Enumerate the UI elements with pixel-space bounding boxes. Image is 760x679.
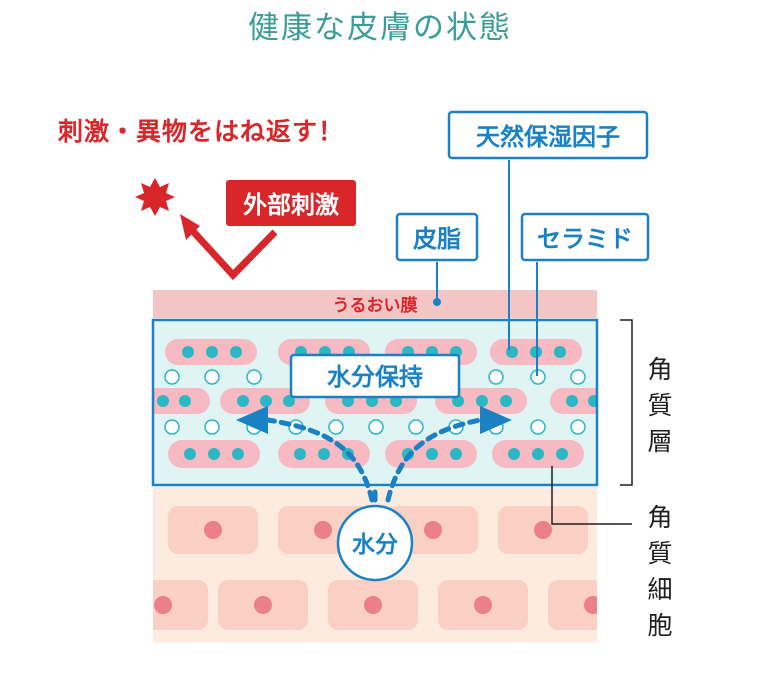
nmf-label: 天然保湿因子 <box>476 123 620 151</box>
cell-nucleus <box>154 596 172 614</box>
lower-cell <box>153 580 208 630</box>
water-retention-label-box <box>289 353 461 399</box>
lower-cell <box>548 580 597 630</box>
external-stimulus-label-box <box>226 180 356 226</box>
water-circle <box>336 504 414 582</box>
page-title: 健康な皮膚の状態 <box>248 10 512 46</box>
corneocyte-label: 角質細胞 <box>647 503 673 640</box>
sebum-label: 皮脂 <box>413 225 461 253</box>
water-label: 水分 <box>352 532 398 558</box>
cell-nucleus <box>424 521 442 539</box>
ceramide-label-box <box>520 212 650 262</box>
cell-nucleus <box>534 521 552 539</box>
cell-nucleus <box>314 521 332 539</box>
water-retention-label: 水分保持 <box>327 363 423 391</box>
ceramide-label: セラミド <box>537 225 633 253</box>
bracket-lines <box>551 319 633 525</box>
arrow-left-head <box>236 406 268 434</box>
external-stimulus-arrow <box>180 214 278 281</box>
warning-text: 刺激・異物をはね返す！ <box>58 117 345 146</box>
nmf-label-box <box>447 110 649 160</box>
water-flow-arrows <box>265 417 483 503</box>
cell-nucleus <box>254 596 272 614</box>
cell-nucleus <box>584 596 597 614</box>
external-stimulus-label: 外部刺激 <box>243 191 339 219</box>
arrow-right-head <box>480 406 512 434</box>
cell-nucleus <box>364 596 382 614</box>
moisture-film-label: うるおい膜 <box>333 295 418 316</box>
moisture-film <box>153 290 597 318</box>
stratum-cells <box>153 339 597 468</box>
cell-nucleus <box>474 596 492 614</box>
stratum-corneum-label: 角質層 <box>647 355 673 456</box>
stratum-corneum-border <box>151 318 599 487</box>
sebum-label-box <box>395 212 479 262</box>
cell-nucleus <box>204 521 222 539</box>
impact-burst-icon <box>135 178 175 216</box>
leader-lines <box>433 160 538 376</box>
